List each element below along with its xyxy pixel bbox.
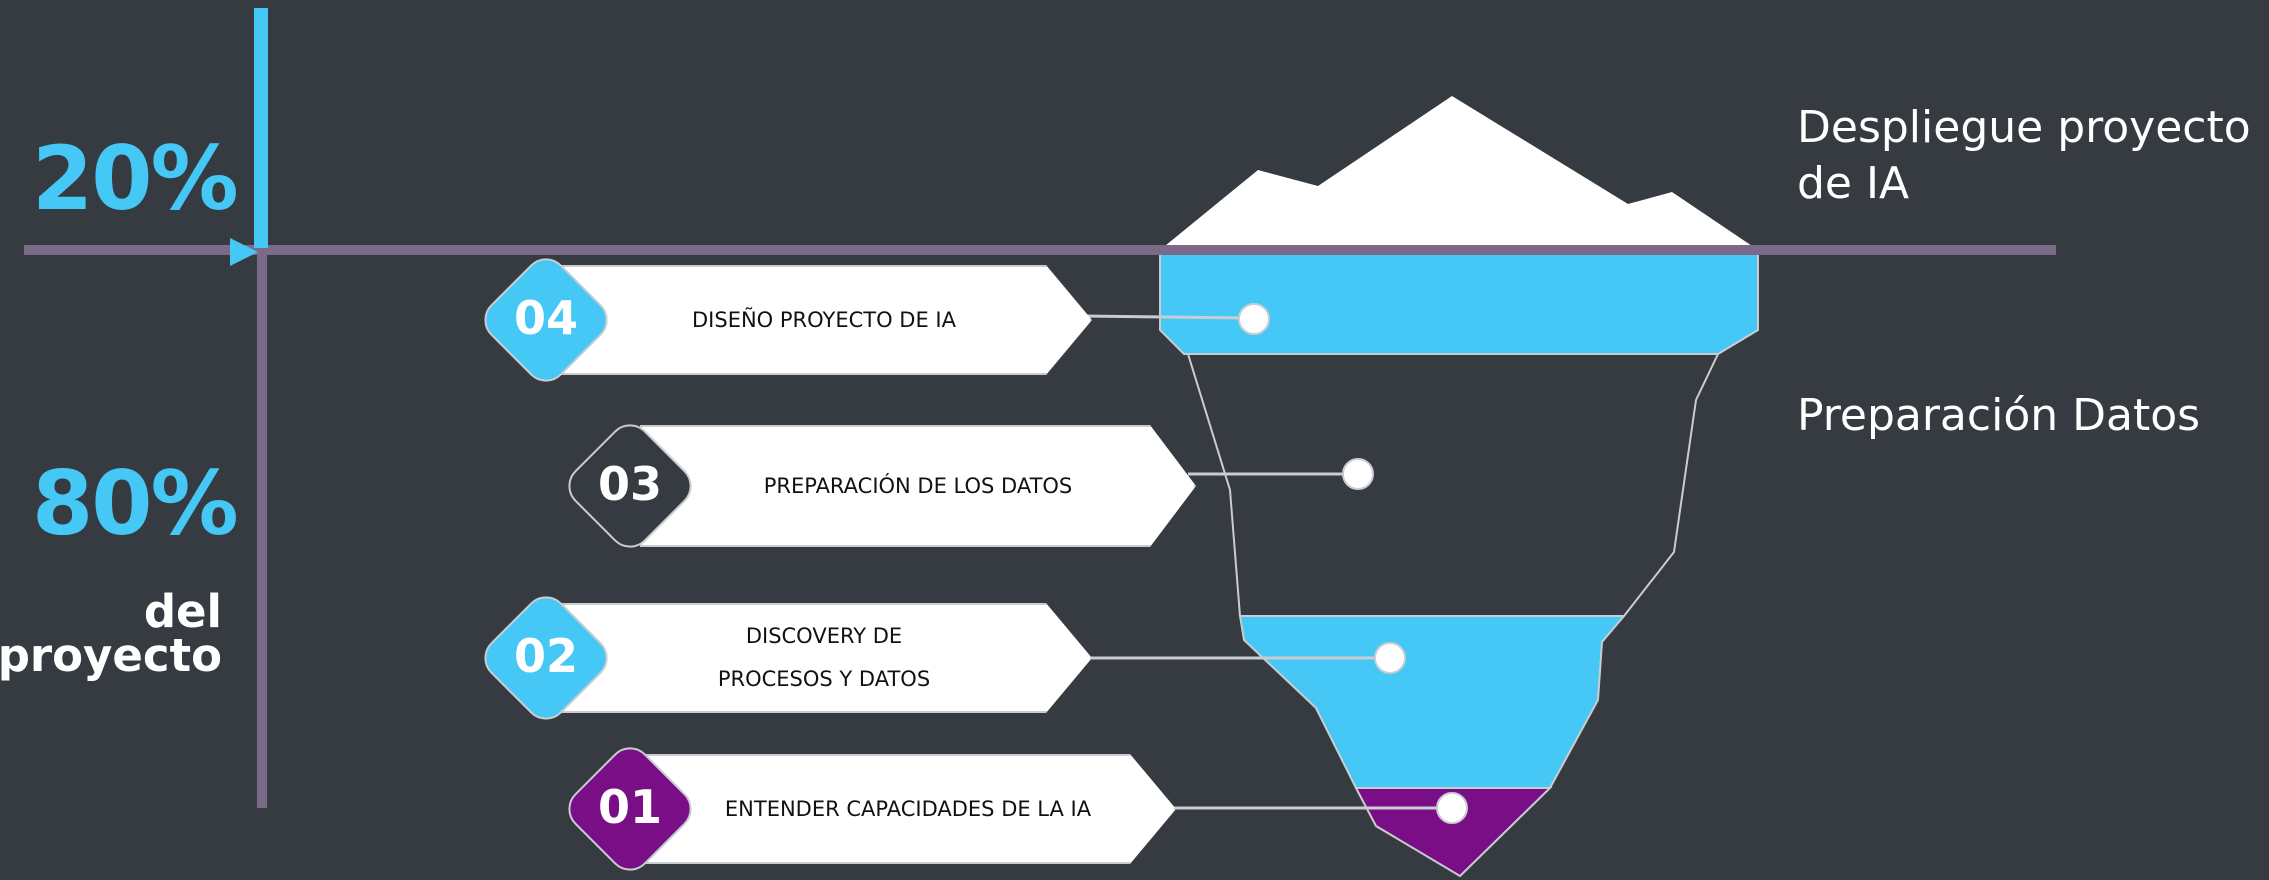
step-01-number: 01	[597, 780, 662, 834]
connector-dot-02	[1374, 642, 1406, 674]
step-01: ENTENDER CAPACIDADES DE LA IA 01	[559, 738, 1176, 880]
step-04-number: 04	[513, 291, 578, 345]
step-01-label: ENTENDER CAPACIDADES DE LA IA	[724, 796, 1092, 821]
top-percentage: 20%	[32, 127, 239, 230]
axis-arrow	[230, 238, 258, 266]
bottom-caption-line2: proyecto	[0, 629, 222, 682]
bottom-caption: del proyecto	[0, 585, 222, 682]
iceberg-tip	[1160, 96, 1758, 250]
deploy-callout: Despliegue proyecto de IA	[1797, 100, 2251, 212]
deploy-callout-line2: de IA	[1797, 158, 1910, 209]
connector-04	[1081, 314, 1251, 320]
step-02-label: DISCOVERY DE PROCESOS Y DATOS	[717, 624, 931, 691]
iceberg-band-discovery	[1238, 615, 1627, 789]
step-04-bar: DISEÑO PROYECTO DE IA	[556, 265, 1092, 375]
bottom-percentage: 80%	[32, 452, 239, 555]
preparation-callout: Preparación Datos	[1797, 390, 2201, 441]
step-03-bar: PREPARACIÓN DE LOS DATOS	[640, 425, 1196, 547]
step-04: DISEÑO PROYECTO DE IA 04	[475, 249, 1092, 391]
step-02-number: 02	[513, 629, 578, 683]
step-03-label: PREPARACIÓN DE LOS DATOS	[763, 473, 1073, 498]
iceberg-outline-left	[1187, 353, 1241, 617]
iceberg-band-understand	[1354, 787, 1553, 878]
deploy-callout-line1: Despliegue proyecto	[1797, 102, 2251, 153]
connector-dot-03	[1342, 458, 1374, 490]
iceberg-outline-right	[1623, 353, 1719, 617]
bottom-caption-line1: del	[143, 585, 222, 638]
step-01-bar: ENTENDER CAPACIDADES DE LA IA	[640, 754, 1176, 864]
step-03-number: 03	[597, 457, 662, 511]
iceberg-band-design	[1159, 251, 1759, 355]
connector-dot-04	[1238, 303, 1270, 335]
step-02: DISCOVERY DE PROCESOS Y DATOS 02	[475, 587, 1092, 729]
step-02-bar: DISCOVERY DE PROCESOS Y DATOS	[556, 603, 1092, 713]
step-04-label: DISEÑO PROYECTO DE IA	[692, 307, 956, 332]
step-03: PREPARACIÓN DE LOS DATOS 03	[559, 415, 1196, 557]
connector-dot-01	[1436, 792, 1468, 824]
